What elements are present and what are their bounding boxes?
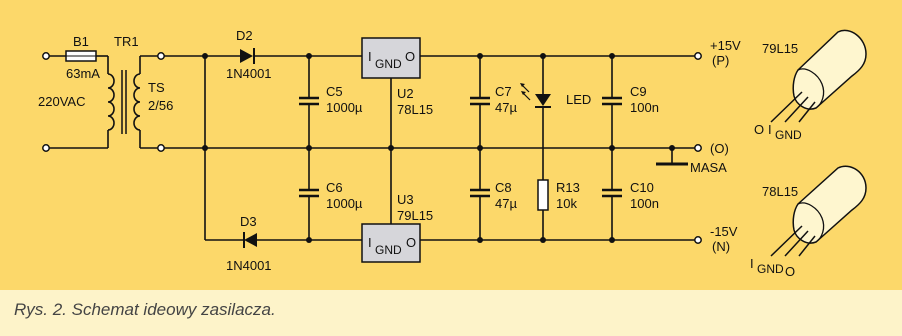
b1-value: 63mA (66, 66, 100, 81)
package-bottom-lead (770, 225, 803, 257)
regulator-u2-body (361, 37, 421, 79)
secondary-terminal-top (157, 52, 165, 60)
d2-label: D2 (236, 28, 253, 43)
c8-value: 47µ (495, 196, 517, 211)
u3-value: 79L15 (397, 208, 433, 223)
regulator-u3-body (361, 223, 421, 263)
zero-pin-label: (O) (710, 141, 729, 156)
diode-d3 (244, 233, 257, 247)
c6-label: C6 (326, 180, 343, 195)
u3-pin-o: O (406, 235, 416, 250)
filter-caps: C5 1000µ C6 1000µ (299, 53, 363, 243)
minus-voltage-label: -15V (710, 224, 738, 239)
d3-label: D3 (240, 214, 257, 229)
u2-value: 78L15 (397, 102, 433, 117)
regulator-u2: I GND O U2 78L15 (361, 37, 433, 224)
u2-pin-i: I (368, 49, 372, 64)
diode-d2 (240, 49, 253, 63)
tr1-label: TR1 (114, 34, 139, 49)
transformer-primary-coil (107, 73, 115, 131)
c9-label: C9 (630, 84, 647, 99)
package-78l15: 78L15 I GND O (750, 165, 867, 279)
c7-label: C7 (495, 84, 512, 99)
c5-label: C5 (326, 84, 343, 99)
mains-terminal-top (42, 52, 50, 60)
c6-value: 1000µ (326, 196, 363, 211)
ts-label: TS (148, 80, 165, 95)
r13-label: R13 (556, 180, 580, 195)
u3-pin-gnd: GND (375, 243, 402, 257)
minus-pin-label: (N) (712, 239, 730, 254)
schematic-panel (0, 0, 902, 290)
output-terminal-minus (694, 236, 702, 244)
package-top-pin-o: O (754, 122, 764, 137)
plus-pin-label: (P) (712, 53, 729, 68)
transformer-secondary-coil (133, 73, 141, 131)
c10-value: 100n (630, 196, 659, 211)
c5-value: 1000µ (326, 100, 363, 115)
secondary-terminal-bottom (157, 144, 165, 152)
package-bottom-body (792, 165, 867, 244)
u2-pin-gnd: GND (375, 57, 402, 71)
mains-terminal-bottom (42, 144, 50, 152)
d2-value: 1N4001 (226, 66, 272, 81)
mains-label: 220VAC (38, 94, 85, 109)
u2-pin-o: O (405, 49, 415, 64)
input-section: B1 63mA TR1 220VAC TS 2/56 (38, 34, 695, 152)
output-terminal-plus (694, 52, 702, 60)
c10-label: C10 (630, 180, 654, 195)
ts-value: 2/56 (148, 98, 173, 113)
u2-label: U2 (397, 86, 414, 101)
package-bottom-pin-gnd: GND (757, 262, 784, 276)
package-top-body (792, 29, 867, 110)
d3-value: 1N4001 (226, 258, 272, 273)
u3-label: U3 (397, 192, 414, 207)
output-section: C7 47µ C8 47µ LED R13 10k (420, 38, 741, 254)
package-top-pin-i: I (768, 122, 772, 137)
package-top-name: 79L15 (762, 41, 798, 56)
masa-label: MASA (690, 160, 727, 175)
package-top-lead (770, 91, 803, 123)
package-bottom-pin-o: O (785, 264, 795, 279)
schematic: B1 63mA TR1 220VAC TS 2/56 D2 1N4001 D3 (38, 28, 867, 279)
r13-value: 10k (556, 196, 577, 211)
package-top-pin-gnd: GND (775, 128, 802, 142)
led-label: LED (566, 92, 591, 107)
b1-label: B1 (73, 34, 89, 49)
c9-value: 100n (630, 100, 659, 115)
figure-caption: Rys. 2. Schemat ideowy zasilacza. (14, 300, 276, 319)
package-bottom-pin-i: I (750, 256, 754, 271)
rectifier: D2 1N4001 D3 1N4001 (202, 28, 362, 273)
c8-label: C8 (495, 180, 512, 195)
c7-value: 47µ (495, 100, 517, 115)
led-indicator (535, 94, 551, 106)
package-79l15: 79L15 O I GND (754, 29, 867, 142)
resistor-r13 (537, 179, 549, 211)
regulator-u3: I GND O U3 79L15 (361, 192, 433, 263)
u3-pin-i: I (368, 235, 372, 250)
package-bottom-name: 78L15 (762, 184, 798, 199)
output-terminal-zero (694, 144, 702, 152)
plus-voltage-label: +15V (710, 38, 741, 53)
